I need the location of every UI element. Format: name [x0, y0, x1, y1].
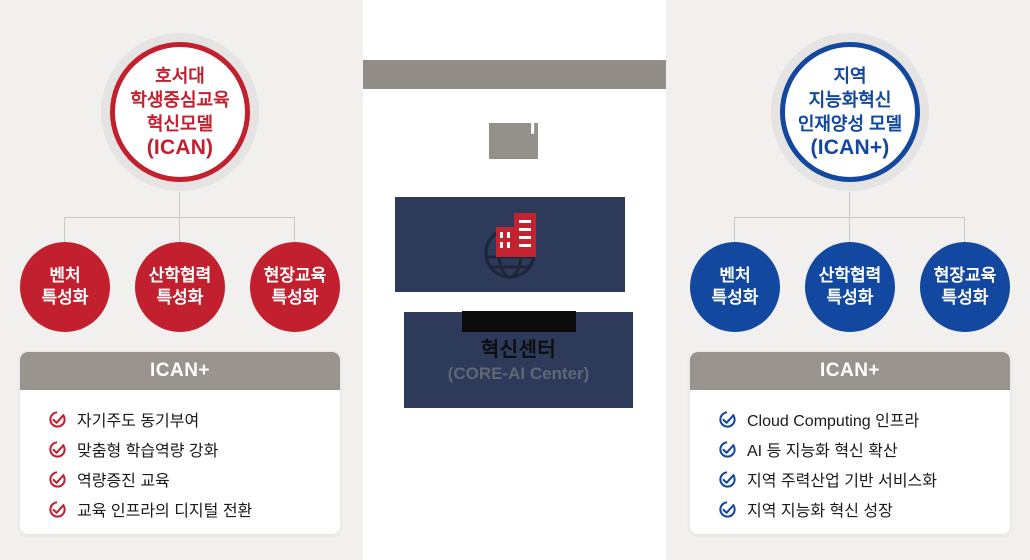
center-subtitle: (CORE-AI Center) — [447, 364, 590, 383]
circle-check-icon — [719, 500, 736, 518]
sub-circle-label: 특성화 — [826, 288, 874, 307]
right-sub-circle-industry: 산학협력 특성화 — [805, 242, 895, 332]
list-item-label: 교육 인프라의 디지털 전환 — [77, 503, 253, 520]
connector-line — [964, 217, 965, 243]
connector-line — [849, 192, 850, 217]
obscured-text-bar — [461, 311, 576, 332]
left-panel-body: 자기주도 동기부여 맞춤형 학습역량 강화 역량증진 교육 — [20, 390, 340, 534]
left-sub-circle-field: 현장교육 특성화 — [250, 242, 340, 332]
list-item: 교육 인프라의 디지털 전환 — [48, 494, 340, 524]
connector-line — [294, 217, 295, 243]
left-model-title-line: 혁신모델 — [146, 114, 214, 134]
circle-check-icon — [49, 410, 66, 428]
right-model-title-line: 지능화혁신 — [808, 90, 892, 110]
circle-check-icon — [49, 470, 66, 488]
sub-circle-label: 특성화 — [271, 288, 319, 307]
sub-circle-label: 특성화 — [41, 288, 89, 307]
left-model-title-line: (ICAN) — [146, 136, 214, 159]
list-item: 지역 지능화 혁신 성장 — [718, 494, 1010, 524]
right-panel-header: ICAN+ — [690, 352, 1010, 390]
list-item: AI 등 지능화 혁신 확산 — [718, 434, 1010, 464]
sub-circle-label: 특성화 — [156, 288, 204, 307]
connector-line — [849, 217, 850, 243]
circle-check-icon — [49, 440, 66, 458]
list-item: 자기주도 동기부여 — [48, 404, 340, 434]
left-sub-circle-industry: 산학협력 특성화 — [135, 242, 225, 332]
connector-line — [65, 217, 295, 218]
sub-circle-label: 산학협력 — [818, 266, 882, 285]
circle-check-icon — [719, 470, 736, 488]
list-item: 맞춤형 학습역량 강화 — [48, 434, 340, 464]
right-model-title-line: 인재양성 모델 — [797, 114, 903, 134]
center-icon-box — [395, 197, 625, 292]
sub-circle-label: 특성화 — [941, 288, 989, 307]
center-top-bar — [363, 60, 666, 89]
sub-circle-label: 현장교육 — [263, 266, 327, 285]
left-model-title-line: 학생중심교육 — [130, 90, 230, 110]
placeholder-glyph — [489, 123, 538, 159]
list-item: 지역 주력산업 기반 서비스화 — [718, 464, 1010, 494]
list-item-label: 맞춤형 학습역량 강화 — [77, 443, 219, 460]
center-title-box: 혁신센터 (CORE-AI Center) — [404, 311, 633, 408]
left-sub-circle-venture: 벤처 특성화 — [20, 242, 110, 332]
connector-line — [734, 217, 735, 243]
circle-check-icon — [719, 410, 736, 428]
left-model-title-line: 호서대 — [155, 66, 205, 86]
globe-with-buildings-icon — [484, 212, 536, 278]
right-model-title-line: (ICAN+) — [810, 136, 890, 159]
right-panel-body: Cloud Computing 인프라 AI 등 지능화 혁신 확산 지역 주력… — [690, 390, 1010, 534]
list-item-label: 지역 주력산업 기반 서비스화 — [747, 473, 937, 490]
list-item-label: AI 등 지능화 혁신 확산 — [747, 443, 898, 460]
sub-circle-label: 현장교육 — [933, 266, 997, 285]
right-model-circle: 지역 지능화혁신 인재양성 모델 (ICAN+) — [780, 42, 920, 182]
circle-check-icon — [49, 500, 66, 518]
right-model-title-line: 지역 — [833, 66, 867, 86]
left-panel-header: ICAN+ — [20, 352, 340, 390]
connector-line — [735, 217, 965, 218]
circle-check-icon — [719, 440, 736, 458]
sub-circle-label: 벤처 — [719, 266, 751, 285]
connector-line — [64, 217, 65, 243]
left-model-circle: 호서대 학생중심교육 혁신모델 (ICAN) — [110, 42, 250, 182]
connector-line — [179, 192, 180, 217]
list-item: Cloud Computing 인프라 — [718, 404, 1010, 434]
right-panel: ICAN+ Cloud Computing 인프라 AI 등 지능화 혁신 확산 — [690, 352, 1010, 534]
right-sub-circle-venture: 벤처 특성화 — [690, 242, 780, 332]
connector-line — [179, 217, 180, 243]
sub-circle-label: 특성화 — [711, 288, 759, 307]
right-sub-circle-field: 현장교육 특성화 — [920, 242, 1010, 332]
left-panel: ICAN+ 자기주도 동기부여 맞춤형 학습역량 강화 — [20, 352, 340, 534]
list-item-label: 자기주도 동기부여 — [77, 413, 200, 430]
list-item-label: 역량증진 교육 — [77, 473, 170, 490]
list-item-label: Cloud Computing 인프라 — [747, 413, 920, 430]
list-item-label: 지역 지능화 혁신 성장 — [747, 503, 893, 520]
sub-circle-label: 산학협력 — [148, 266, 212, 285]
center-title: 혁신센터 — [480, 339, 557, 361]
list-item: 역량증진 교육 — [48, 464, 340, 494]
sub-circle-label: 벤처 — [49, 266, 81, 285]
